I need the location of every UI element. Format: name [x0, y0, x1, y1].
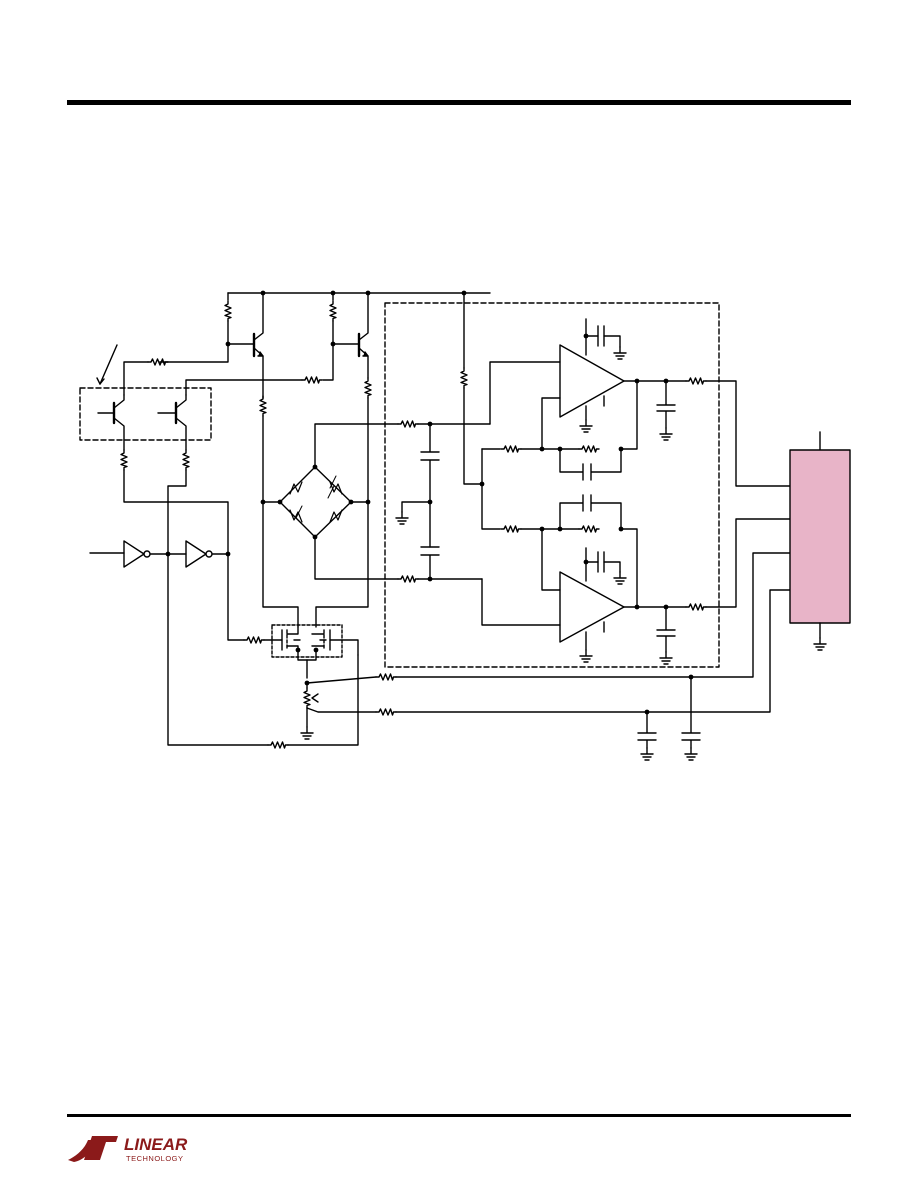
- amplifier-block: [384, 302, 720, 668]
- top-rule: [67, 100, 851, 105]
- lt-logo-icon: LINEAR TECHNOLOGY: [68, 1135, 188, 1163]
- transistor-q1: [123, 292, 267, 503]
- logo-wordmark: LINEAR: [124, 1135, 188, 1154]
- potentiometer: [300, 552, 791, 740]
- reference-caps: [637, 676, 701, 761]
- bottom-rule: [67, 1114, 851, 1117]
- inverter-chain: [89, 540, 232, 568]
- transistor-q2: [185, 292, 372, 503]
- sensor-transistor-pair: [79, 344, 359, 749]
- supply-rail: [227, 289, 491, 297]
- op-amp-bottom: [481, 448, 791, 665]
- input-filter: [395, 420, 491, 583]
- adc-block: [789, 431, 851, 651]
- thermistor-bridge: [259, 423, 399, 580]
- mosfet-switch: [262, 501, 369, 679]
- op-amp-top: [460, 292, 791, 488]
- logo-subtitle: TECHNOLOGY: [126, 1154, 184, 1163]
